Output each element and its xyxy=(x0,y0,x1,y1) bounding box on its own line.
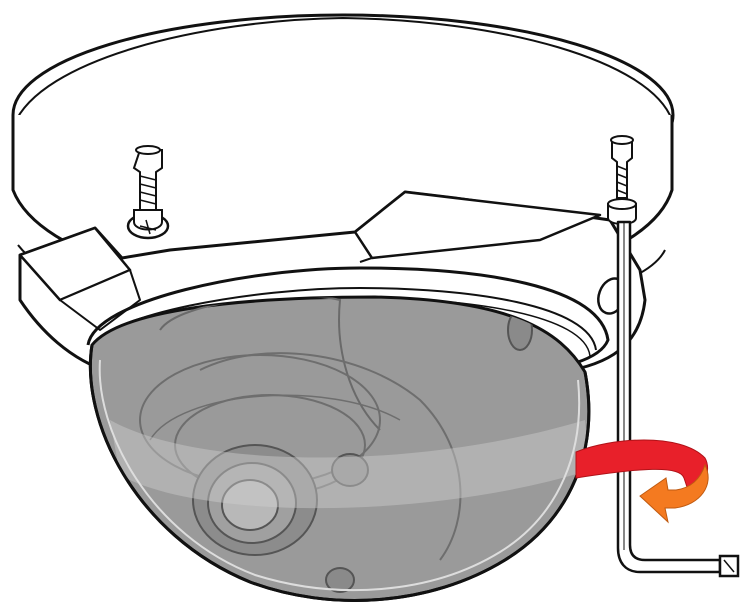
screw-icon xyxy=(611,139,633,199)
dome-highlight xyxy=(110,420,589,509)
rotation-arrow-front xyxy=(639,463,709,524)
camera-lens xyxy=(221,479,279,531)
hex-key-icon xyxy=(616,220,740,578)
screw-left xyxy=(126,145,170,240)
screw-right xyxy=(607,135,637,225)
dome-bezel-outer xyxy=(86,266,610,374)
mount-base-rim xyxy=(13,16,673,126)
camera-dome xyxy=(88,295,591,602)
counterclockwise-arrow-icon xyxy=(575,439,709,524)
